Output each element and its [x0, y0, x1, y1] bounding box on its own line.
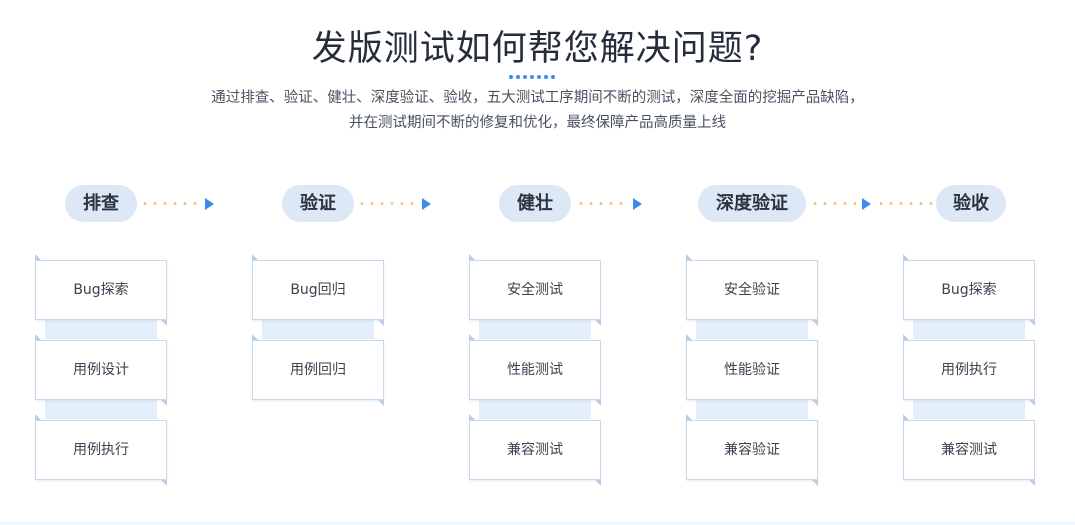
task-card: 兼容验证	[686, 414, 818, 486]
arrow-right-icon	[422, 198, 431, 210]
task-card: Bug回归	[252, 254, 384, 326]
task-card: 用例设计	[35, 334, 167, 406]
connector-dots	[357, 202, 419, 205]
stage-pill-paicha: 排查	[65, 185, 137, 222]
connector-dots	[576, 202, 630, 205]
description-line-2: 并在测试期间不断的修复和优化，最终保障产品高质量上线	[349, 115, 726, 131]
stage-pill-yanshou: 验收	[936, 185, 1006, 222]
task-card: Bug探索	[903, 254, 1035, 326]
section-bottom-divider	[0, 521, 1075, 525]
task-card: 性能测试	[469, 334, 601, 406]
connector-dots	[140, 202, 202, 205]
card-bridge	[696, 319, 808, 339]
card-bridge	[45, 319, 157, 339]
task-card-label: 用例执行	[73, 442, 129, 458]
task-card: 安全测试	[469, 254, 601, 326]
task-card: Bug探索	[35, 254, 167, 326]
card-bridge	[479, 319, 591, 339]
card-bridge	[45, 399, 157, 419]
arrow-right-icon	[205, 198, 214, 210]
task-card-label: Bug探索	[941, 282, 997, 298]
arrow-right-icon	[633, 198, 642, 210]
page-title: 发版测试如何帮您解决问题?	[311, 29, 764, 69]
task-card: 兼容测试	[469, 414, 601, 486]
card-bridge	[913, 319, 1025, 339]
task-card: 兼容测试	[903, 414, 1035, 486]
stage-pill-yanzheng: 验证	[282, 185, 354, 222]
card-bridge	[479, 399, 591, 419]
title-underline-dots	[509, 64, 561, 79]
task-card: 用例执行	[35, 414, 167, 486]
connector-dots	[876, 202, 932, 205]
task-card-label: 兼容测试	[507, 442, 563, 458]
description: 通过排查、验证、健壮、深度验证、验收，五大测试工序期间不断的测试，深度全面的挖掘…	[0, 86, 1075, 136]
task-card: 用例回归	[252, 334, 384, 406]
stage-pill-shendu-yanzheng: 深度验证	[698, 185, 806, 222]
arrow-right-icon	[862, 198, 871, 210]
stage-pill-jianzhuang: 健壮	[499, 185, 571, 222]
task-card-label: 用例回归	[290, 362, 346, 378]
task-card-label: 用例设计	[73, 362, 129, 378]
task-card: 性能验证	[686, 334, 818, 406]
task-card-label: 兼容测试	[941, 442, 997, 458]
description-line-1: 通过排查、验证、健壮、深度验证、验收，五大测试工序期间不断的测试，深度全面的挖掘…	[211, 90, 864, 106]
task-card-label: 兼容验证	[724, 442, 780, 458]
task-card: 安全验证	[686, 254, 818, 326]
card-bridge	[913, 399, 1025, 419]
task-card-label: Bug回归	[290, 282, 346, 298]
task-card-label: 安全验证	[724, 282, 780, 298]
task-card-label: 性能验证	[724, 362, 780, 378]
card-bridge	[262, 319, 374, 339]
connector-dots	[810, 202, 860, 205]
task-card-label: Bug探索	[73, 282, 129, 298]
card-bridge	[696, 399, 808, 419]
task-card: 用例执行	[903, 334, 1035, 406]
task-card-label: 性能测试	[507, 362, 563, 378]
task-card-label: 用例执行	[941, 362, 997, 378]
task-card-label: 安全测试	[507, 282, 563, 298]
